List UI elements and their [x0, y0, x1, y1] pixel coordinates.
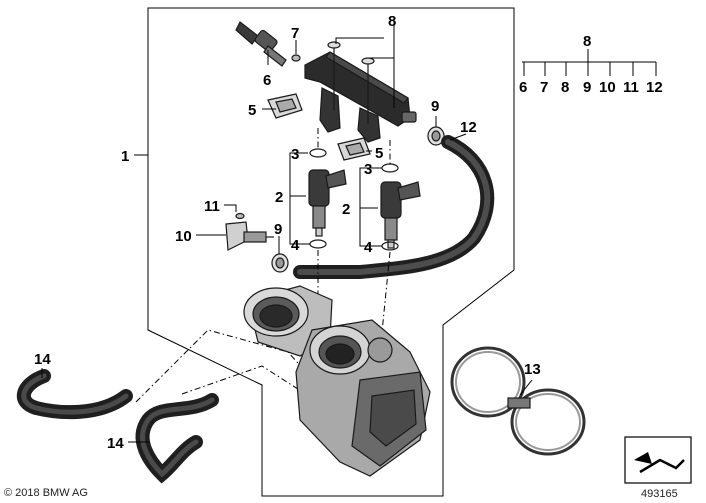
view-direction-icon: [624, 436, 692, 484]
callout-12: 12: [460, 119, 477, 136]
kit-item-6: 6: [519, 79, 527, 96]
callout-3-left: 3: [291, 146, 299, 163]
callout-2-right: 2: [342, 201, 350, 218]
injector-part-right[interactable]: [380, 181, 421, 249]
callout-9-upper: 9: [431, 98, 439, 115]
kit-item-7: 7: [540, 79, 548, 96]
callout-6: 6: [263, 72, 271, 89]
callout-7: 7: [291, 25, 299, 42]
callout-3-right: 3: [364, 161, 372, 178]
kit-top-number: 8: [583, 33, 591, 50]
copyright-text: © 2018 BMW AG: [4, 487, 88, 499]
assembly-boundary: [147, 7, 515, 497]
clip-part-lower[interactable]: [337, 137, 371, 161]
diagram-number: 493165: [641, 488, 678, 500]
callout-9-lower: 9: [274, 221, 282, 238]
callout-8: 8: [388, 13, 396, 30]
callout-14-upper: 14: [34, 351, 51, 368]
sensor-part[interactable]: [225, 221, 274, 251]
kit-item-11: 11: [623, 79, 639, 96]
callout-13: 13: [524, 361, 541, 378]
callout-4-right: 4: [364, 239, 373, 256]
callout-5-lower: 5: [375, 145, 383, 162]
throttle-body-part[interactable]: [243, 285, 431, 477]
callout-2-left: 2: [275, 189, 283, 206]
clip-part-upper[interactable]: [267, 93, 303, 119]
callout-10: 10: [175, 228, 192, 245]
fuel-rail-part[interactable]: [304, 41, 417, 143]
kit-item-10: 10: [599, 79, 616, 96]
injector-part-left[interactable]: [308, 169, 347, 237]
hose-clamp-upper[interactable]: [427, 126, 445, 146]
o-ring-lower-left[interactable]: [309, 239, 327, 249]
kit-bracket: [522, 49, 657, 76]
callout-14-lower: 14: [107, 435, 124, 452]
callout-1: 1: [121, 148, 129, 165]
callout-11: 11: [204, 198, 220, 215]
o-ring-upper-left[interactable]: [309, 148, 327, 158]
kit-item-12: 12: [646, 79, 663, 96]
callout-5-upper: 5: [248, 102, 256, 119]
kit-item-9: 9: [583, 79, 591, 96]
intake-clamp-part[interactable]: [450, 346, 586, 456]
seal-ring-part[interactable]: [291, 54, 301, 62]
callout-4-left: 4: [291, 237, 300, 254]
o-ring-upper-right[interactable]: [381, 163, 399, 173]
sensor-seal-part[interactable]: [235, 212, 245, 220]
pressure-valve-part[interactable]: [235, 21, 287, 67]
hose-clamp-lower[interactable]: [271, 253, 289, 273]
kit-item-8: 8: [561, 79, 569, 96]
